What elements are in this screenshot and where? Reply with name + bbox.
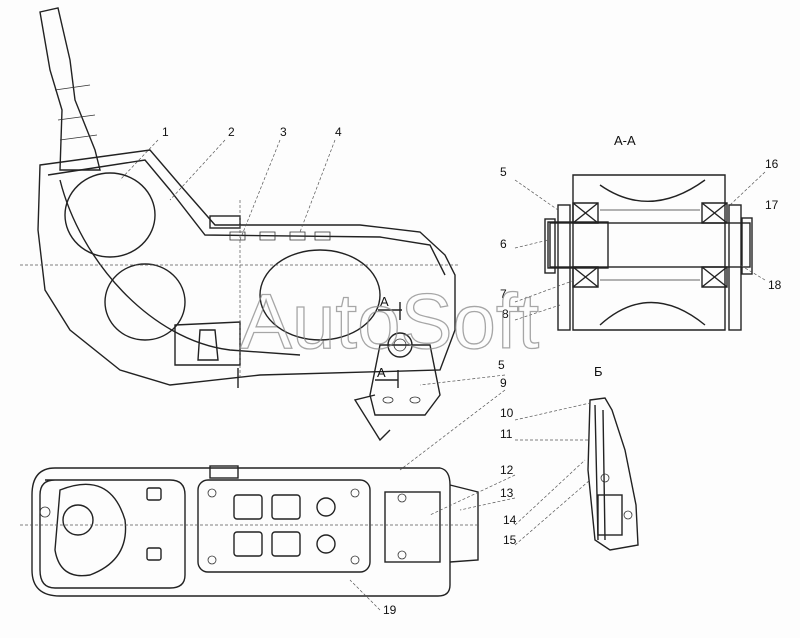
top-view-assembly: [20, 465, 480, 597]
section-marker-a-top: А: [380, 294, 389, 309]
callout-13: 13: [500, 486, 514, 500]
callout-8: 8: [502, 307, 509, 321]
callout-19: 19: [383, 603, 397, 617]
view-b: [587, 397, 639, 551]
section-marker-a-bottom: А: [377, 365, 386, 380]
callout-4: 4: [335, 125, 342, 139]
callout-3: 3: [280, 125, 287, 139]
callout-10: 10: [500, 406, 514, 420]
callout-18: 18: [768, 278, 782, 292]
callout-labels: 1 2 3 4 5 16 17 6 18 7 8 5 9 10 11 12 13…: [162, 125, 782, 617]
callout-12: 12: [500, 463, 514, 477]
callout-9: 9: [500, 376, 507, 390]
callout-2: 2: [228, 125, 235, 139]
section-a-a: [544, 174, 753, 331]
callout-17: 17: [765, 198, 779, 212]
callout-14: 14: [503, 513, 517, 527]
callout-15: 15: [503, 533, 517, 547]
side-view-assembly: [20, 7, 460, 442]
callout-5: 5: [500, 165, 507, 179]
callout-1: 1: [162, 125, 169, 139]
leader-lines: [119, 139, 766, 611]
section-title-aa: А-А: [614, 133, 636, 148]
callout-6: 6: [500, 237, 507, 251]
callout-5b: 5: [498, 358, 505, 372]
view-title-b: Б: [594, 364, 603, 379]
callout-7: 7: [500, 287, 507, 301]
callout-11: 11: [500, 427, 513, 441]
callout-16: 16: [765, 157, 779, 171]
watermark: AutoSoft: [240, 277, 540, 365]
